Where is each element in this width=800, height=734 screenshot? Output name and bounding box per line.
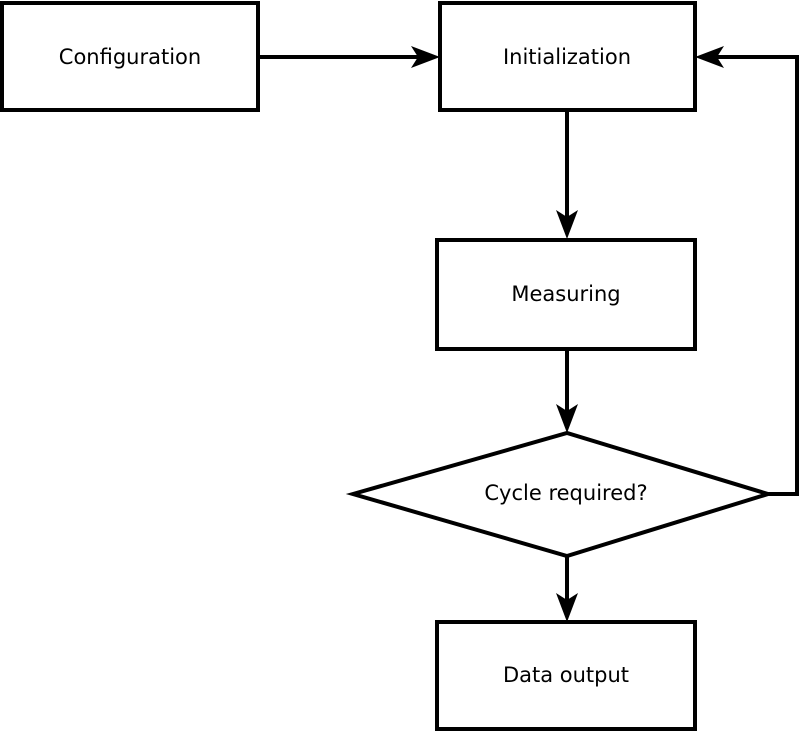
edge-measuring-to-cycle-decision	[556, 349, 578, 433]
configuration-box[interactable]	[0, 1, 260, 112]
node-initialization[interactable]: Initialization	[438, 1, 697, 112]
initialization-label: Initialization	[503, 45, 631, 69]
edge-cycle-decision-to-data-output	[556, 556, 578, 622]
measuring-box[interactable]	[435, 238, 697, 351]
initialization-box[interactable]	[438, 1, 697, 112]
arrowhead-right-icon	[411, 46, 440, 68]
configuration-label: Configuration	[59, 45, 201, 69]
arrowhead-down-icon	[556, 210, 578, 239]
arrowhead-down-icon	[556, 593, 578, 622]
edge-configuration-to-initialization	[258, 46, 440, 68]
measuring-label: Measuring	[511, 282, 620, 306]
cycle-decision-diamond[interactable]	[345, 430, 775, 559]
node-configuration[interactable]: Configuration	[0, 1, 260, 112]
cycle-decision-label: Cycle required?	[484, 481, 647, 505]
arrowhead-left-icon	[695, 46, 724, 68]
data-output-label: Data output	[503, 663, 629, 687]
edge-initialization-to-measuring	[556, 110, 578, 239]
arrowhead-down-icon	[556, 404, 578, 433]
node-measuring[interactable]: Measuring	[435, 238, 697, 351]
node-cycle-decision[interactable]: Cycle required?	[345, 430, 775, 559]
edge-cycle-decision-to-initialization-loop	[695, 46, 799, 496]
data-output-box[interactable]	[435, 620, 697, 731]
node-data-output[interactable]: Data output	[435, 620, 697, 731]
